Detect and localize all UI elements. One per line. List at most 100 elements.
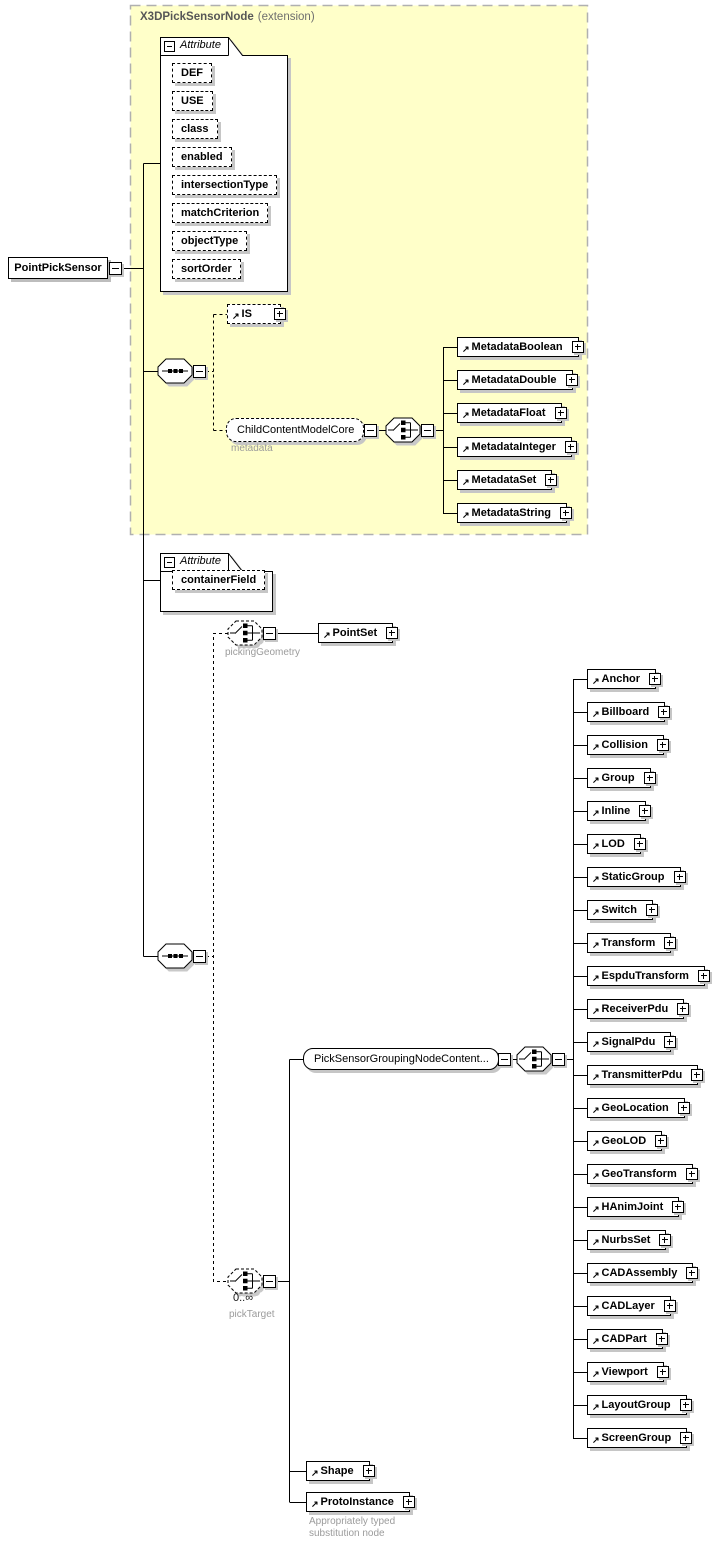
collapse-icon[interactable] — [498, 1053, 511, 1066]
element-label: StaticGroup — [601, 871, 665, 883]
attribute-item-def[interactable]: DEF — [172, 63, 212, 83]
element-metadataboolean[interactable]: ↗MetadataBoolean — [443, 337, 584, 357]
expand-icon[interactable] — [633, 838, 646, 850]
attribute-item-containerfield[interactable]: containerField — [172, 570, 266, 590]
element-metadatafloat[interactable]: ↗MetadataFloat — [443, 403, 567, 423]
group-picksensorgroupingnodecontent[interactable]: PickSensorGroupingNodeContent... — [303, 1048, 499, 1070]
expand-icon[interactable] — [677, 1003, 690, 1015]
element-cadassembly[interactable]: ↗CADAssembly — [572, 1263, 699, 1283]
expand-icon[interactable] — [677, 1102, 690, 1114]
element-switch[interactable]: ↗Switch — [573, 900, 658, 920]
element-shape[interactable]: ↗ Shape — [290, 1461, 375, 1481]
expand-icon[interactable] — [643, 772, 656, 784]
element-screengroup[interactable]: ↗ScreenGroup — [572, 1428, 693, 1448]
expand-icon[interactable] — [655, 1333, 668, 1345]
base-type-name: X3DPickSensorNode — [140, 11, 254, 23]
expand-icon[interactable] — [663, 1300, 676, 1312]
expand-icon[interactable] — [657, 739, 669, 751]
expand-icon[interactable] — [646, 904, 658, 916]
collapse-icon[interactable] — [364, 424, 377, 437]
collapse-icon[interactable] — [263, 1275, 276, 1288]
attribute-label: class — [181, 123, 209, 135]
collapse-icon[interactable] — [164, 557, 175, 568]
element-cadpart[interactable]: ↗CADPart — [573, 1329, 668, 1349]
choice-indicator — [227, 1268, 263, 1294]
attribute-item-matchcriterion[interactable]: matchCriterion — [172, 203, 269, 223]
element-is[interactable]: ↗ IS — [227, 304, 286, 324]
element-geolocation[interactable]: ↗GeoLocation — [573, 1098, 690, 1118]
element-transform[interactable]: ↗Transform — [572, 933, 677, 953]
element-metadatastring[interactable]: ↗MetadataString — [442, 503, 573, 523]
element-cadlayer[interactable]: ↗CADLayer — [573, 1296, 676, 1316]
expand-icon[interactable] — [655, 1135, 668, 1147]
collapse-icon[interactable] — [193, 365, 206, 378]
element-ref-arrow-icon: ↗ — [592, 808, 600, 818]
element-label: Inline — [601, 805, 631, 817]
expand-icon[interactable] — [386, 627, 399, 639]
expand-icon[interactable] — [685, 1168, 698, 1180]
element-ref-arrow-icon: ↗ — [592, 841, 600, 851]
expand-icon[interactable] — [658, 706, 671, 718]
element-viewport[interactable]: ↗Viewport — [573, 1362, 669, 1382]
element-pointset[interactable]: ↗ PointSet — [318, 623, 399, 643]
element-geotransform[interactable]: ↗GeoTransform — [573, 1164, 698, 1184]
expand-icon[interactable] — [664, 937, 677, 949]
element-geolod[interactable]: ↗GeoLOD — [572, 1131, 668, 1151]
element-lod[interactable]: ↗LOD — [573, 834, 646, 854]
attribute-item-intersectiontype[interactable]: intersectionType — [172, 175, 278, 195]
expand-icon[interactable] — [402, 1496, 415, 1508]
attribute-item-enabled[interactable]: enabled — [172, 147, 232, 167]
attribute-item-sortorder[interactable]: sortOrder — [172, 259, 241, 279]
collapse-icon[interactable] — [193, 950, 206, 963]
element-metadataset[interactable]: ↗MetadataSet — [442, 470, 558, 490]
element-anchor[interactable]: ↗Anchor — [572, 669, 662, 689]
element-metadatainteger[interactable]: ↗MetadataInteger — [443, 437, 577, 457]
attribute-item-use[interactable]: USE — [172, 91, 213, 111]
expand-icon[interactable] — [679, 1399, 692, 1411]
attribute-item-class[interactable]: class — [172, 119, 218, 139]
expand-icon[interactable] — [672, 1201, 685, 1213]
group-childcontentmodelcore[interactable]: ChildContentModelCore — [226, 418, 364, 442]
expand-icon[interactable] — [673, 871, 686, 883]
element-pointpicksensor[interactable]: PointPickSensor — [8, 257, 108, 279]
expand-icon[interactable] — [697, 970, 710, 982]
collapse-icon[interactable] — [263, 627, 276, 640]
collapse-icon[interactable] — [164, 41, 175, 52]
expand-icon[interactable] — [362, 1465, 375, 1477]
element-metadatadouble[interactable]: ↗MetadataDouble — [443, 370, 578, 390]
expand-icon[interactable] — [571, 341, 584, 353]
element-nurbsset[interactable]: ↗NurbsSet — [572, 1230, 672, 1250]
element-layoutgroup[interactable]: ↗LayoutGroup — [573, 1395, 692, 1415]
element-transmitterpdu[interactable]: ↗TransmitterPdu — [572, 1065, 704, 1085]
expand-icon[interactable] — [680, 1432, 693, 1444]
element-espdutransform[interactable]: ↗EspduTransform — [573, 966, 710, 986]
expand-icon[interactable] — [649, 673, 662, 685]
element-inline[interactable]: ↗Inline — [572, 801, 652, 821]
element-billboard[interactable]: ↗Billboard — [572, 702, 671, 722]
element-collision[interactable]: ↗Collision — [573, 735, 669, 755]
element-staticgroup[interactable]: ↗StaticGroup — [573, 867, 686, 887]
expand-icon[interactable] — [554, 407, 567, 419]
element-protoinstance[interactable]: ↗ ProtoInstance — [290, 1492, 415, 1512]
expand-icon[interactable] — [565, 374, 578, 386]
element-receiverpdu[interactable]: ↗ReceiverPdu — [572, 999, 690, 1019]
attribute-item-objecttype[interactable]: objectType — [172, 231, 248, 251]
expand-icon[interactable] — [274, 308, 286, 320]
element-signalpdu[interactable]: ↗SignalPdu — [572, 1032, 677, 1052]
expand-icon[interactable] — [686, 1267, 699, 1279]
expand-icon[interactable] — [664, 1036, 677, 1048]
expand-icon[interactable] — [659, 1234, 672, 1246]
collapse-icon[interactable] — [552, 1053, 565, 1066]
expand-icon[interactable] — [545, 474, 558, 486]
collapse-icon[interactable] — [109, 262, 122, 275]
expand-icon[interactable] — [560, 507, 573, 519]
collapse-icon[interactable] — [421, 424, 434, 437]
expand-icon[interactable] — [639, 805, 652, 817]
expand-icon[interactable] — [691, 1069, 704, 1081]
element-group[interactable]: ↗Group — [573, 768, 656, 788]
expand-icon[interactable] — [656, 1366, 669, 1378]
expand-icon[interactable] — [564, 441, 577, 453]
element-ref-arrow-icon: ↗ — [592, 1369, 600, 1379]
element-hanimjoint[interactable]: ↗HAnimJoint — [572, 1197, 685, 1217]
extension-frame-title: X3DPickSensorNode(extension) — [140, 11, 315, 23]
